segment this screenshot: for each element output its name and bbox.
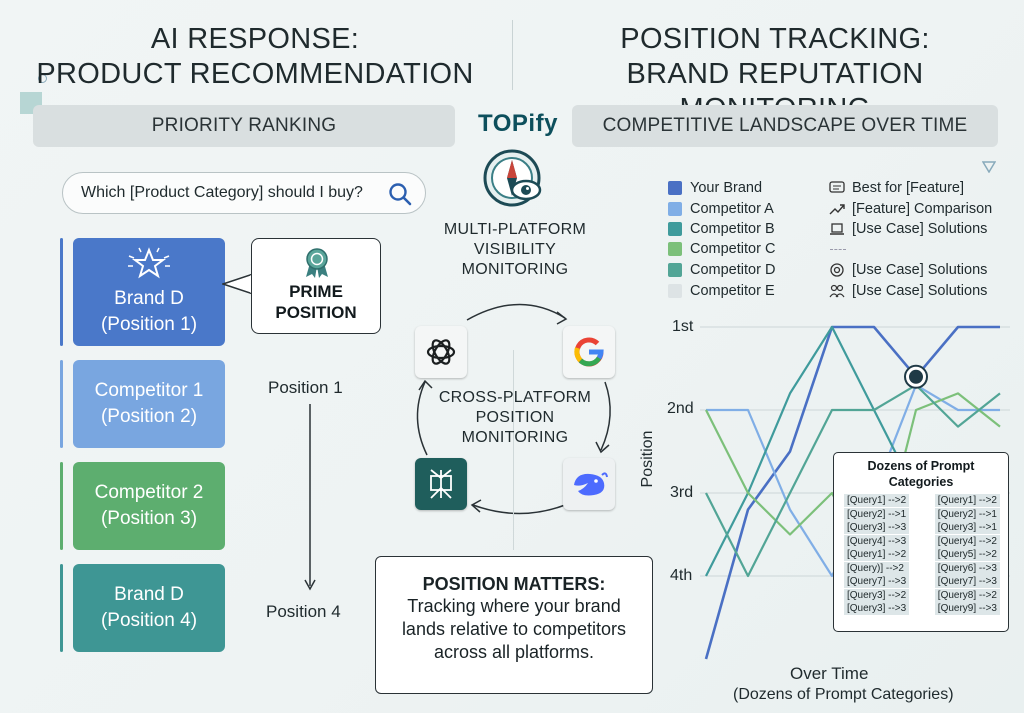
legend-item: Competitor C [668, 240, 775, 258]
legend-item: [Use Case] Solutions [828, 220, 987, 238]
card-accent-bar [60, 564, 63, 652]
query-entry: [Query1] -->2 [934, 494, 1000, 507]
topify-logo: TOPify [478, 110, 558, 137]
query-entry: [Query)] -->2 [844, 561, 910, 575]
query-entry: [Query6] -->3 [934, 561, 1000, 575]
legend-separator [830, 249, 846, 250]
multi-platform-label: MULTI-PLATFORM VISIBILITY MONITORING [443, 221, 587, 278]
position-arrow [303, 404, 317, 599]
series-line-competitor-d [705, 383, 1001, 578]
search-icon[interactable] [387, 181, 413, 212]
group-icon [828, 284, 846, 298]
query-entry: [Query4] -->3 [844, 534, 910, 548]
card-accent-bar [60, 360, 63, 448]
position-bottom-label: Position 4 [266, 602, 341, 621]
ranking-card-3: Competitor 2 (Position 3) [73, 462, 225, 550]
highlight-marker-core [909, 369, 923, 384]
prime-position-callout: PRIME POSITION [251, 238, 381, 334]
chatgpt-icon [415, 326, 467, 378]
legend-swatch [668, 242, 682, 256]
card-accent-bar [60, 238, 63, 346]
title-divider [512, 20, 513, 90]
legend-swatch [668, 284, 682, 298]
position-top-label: Position 1 [268, 378, 343, 397]
decorative-circle [38, 74, 47, 83]
trend-icon [828, 202, 846, 216]
query-entry: [Query8] -->2 [934, 588, 1000, 602]
chat-icon [828, 181, 846, 195]
search-input[interactable]: Which [Product Category] should I buy? [62, 172, 426, 214]
query-entry: [Query2] -->1 [844, 507, 910, 521]
query-entry: [Query3] -->2 [844, 588, 910, 602]
query-entry: [Query1] -->2 [844, 494, 910, 507]
ranking-card-4: Brand D (Position 4) [73, 564, 225, 652]
y-tick-label: 2nd [667, 400, 694, 417]
legend-item: Competitor D [668, 261, 775, 279]
x-axis-sublabel: (Dozens of Prompt Categories) [733, 686, 954, 703]
perplexity-icon [415, 458, 467, 510]
callout-pointer [220, 272, 254, 301]
legend-item: Competitor A [668, 200, 774, 218]
legend-item: [Use Case] Solutions [828, 282, 987, 300]
legend-item: Best for [Feature] [828, 179, 964, 197]
legend-swatch [668, 263, 682, 277]
query-entry: [Query2] -->1 [934, 507, 1000, 521]
query-entry: [Query9] -->3 [934, 602, 1000, 615]
left-title: AI RESPONSE: PRODUCT RECOMMENDATION [36, 23, 474, 90]
decorative-triangle [981, 160, 997, 178]
compass-eye-icon [482, 146, 546, 215]
priority-ranking-pill: PRIORITY RANKING [33, 105, 455, 147]
query-entry: [Query7] -->3 [934, 575, 1000, 588]
legend-item: [Use Case] Solutions [828, 261, 987, 279]
y-axis-label: Position [639, 430, 656, 488]
y-tick-label: 4th [670, 567, 693, 584]
query-entry: [Query3] -->3 [844, 521, 910, 534]
deepseek-icon [563, 458, 615, 510]
query-column-1: [Query1] -->2[Query2] -->1[Query3] -->3[… [844, 494, 910, 616]
ranking-card-1: Brand D (Position 1) [73, 238, 225, 346]
google-icon [563, 326, 615, 378]
cycle-arrows [405, 300, 635, 535]
legend-item: Your Brand [668, 179, 762, 197]
query-entry: [Query7] -->3 [844, 575, 910, 588]
legend-swatch [668, 181, 682, 195]
legend-item: Competitor B [668, 220, 775, 238]
query-entry: [Query1] -->2 [844, 548, 910, 561]
star-icon [125, 246, 173, 288]
support-icon [828, 263, 846, 277]
card-accent-bar [60, 462, 63, 550]
laptop-icon [828, 222, 846, 236]
position-matters-box: POSITION MATTERS: Tracking where your br… [375, 556, 653, 694]
query-entry: [Query3] -->3 [844, 602, 910, 615]
query-entry: [Query5] -->2 [934, 548, 1000, 561]
y-tick-label: 3rd [670, 484, 694, 501]
query-column-2: [Query1] -->2[Query2] -->1[Query3] -->1[… [934, 494, 1000, 616]
legend-item: [Feature] Comparison [828, 200, 992, 218]
legend-item: Competitor E [668, 282, 775, 300]
ranking-card-2: Competitor 1 (Position 2) [73, 360, 225, 448]
x-axis-label: Over Time [790, 664, 869, 683]
query-entry: [Query3] -->1 [934, 521, 1000, 534]
y-tick-label: 1st [672, 318, 694, 335]
competitive-landscape-pill: COMPETITIVE LANDSCAPE OVER TIME [572, 105, 998, 147]
cross-platform-label: CROSS-PLATFORM POSITION MONITORING [438, 389, 592, 446]
center-divider [513, 350, 514, 550]
query-entry: [Query4] -->2 [934, 534, 1000, 548]
legend-swatch [668, 222, 682, 236]
legend-swatch [668, 202, 682, 216]
prompt-categories-box: Dozens of Prompt Categories [Query1] -->… [833, 452, 1009, 632]
award-ribbon-icon [302, 247, 332, 284]
